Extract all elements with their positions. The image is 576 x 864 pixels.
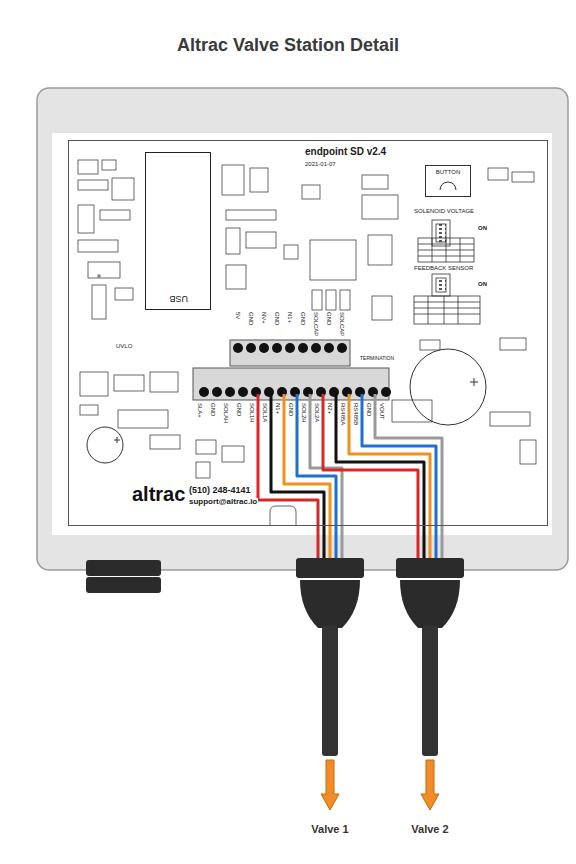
logo-text: altrac xyxy=(132,484,185,504)
board-date: 2021-01-07 xyxy=(305,161,336,167)
usb-module: USB xyxy=(145,152,211,310)
valve-label: Valve 1 xyxy=(311,824,348,835)
terminal-screw xyxy=(199,387,209,397)
cable-glands xyxy=(296,558,464,810)
dip-switch-tables xyxy=(414,220,480,324)
diagram-title: Altrac Valve Station Detail xyxy=(0,36,576,54)
direction-arrow xyxy=(421,760,439,810)
terminal-label: GND xyxy=(326,312,332,325)
pcb-components xyxy=(78,160,536,478)
terminal-label: SOLAH xyxy=(223,403,229,423)
switch-heading: FEEDBACK SENSOR xyxy=(414,265,473,271)
terminal-label: SOLCAP xyxy=(339,312,345,336)
coin-cell xyxy=(410,349,486,425)
pcb-label: UVLO xyxy=(116,343,132,349)
terminal-label: N2+ xyxy=(327,403,333,414)
terminal-label: RS485B xyxy=(353,403,359,425)
terminal-label: SOL2H xyxy=(301,403,307,423)
terminal-label: SOL1H xyxy=(249,403,255,423)
board-name: endpoint SD v2.4 xyxy=(305,147,386,157)
pcb-board: endpoint SD v2.4 2021-01-07USB BUTTON xyxy=(68,140,548,526)
wire xyxy=(375,394,442,566)
terminal-label: GND xyxy=(274,312,280,325)
terminal-block xyxy=(230,340,350,366)
terminal-label: VOUT xyxy=(379,403,385,420)
latch xyxy=(86,560,161,576)
terminal-label: GND xyxy=(248,312,254,325)
module-label: USB xyxy=(170,294,189,303)
terminal-label: SOLCAP xyxy=(313,312,319,336)
terminal-label: GND xyxy=(236,403,242,416)
switch-heading: SOLENOID VOLTAGE xyxy=(414,208,474,214)
terminal-label: GND xyxy=(288,403,294,416)
terminal-screw xyxy=(212,387,222,397)
capacitor xyxy=(87,427,123,463)
terminal-screw xyxy=(238,387,248,397)
direction-arrow xyxy=(321,760,339,810)
polarity-mark xyxy=(114,437,120,443)
terminal-screws xyxy=(233,343,347,353)
terminal-label: GND xyxy=(300,312,306,325)
button-symbol xyxy=(440,182,456,190)
latch xyxy=(86,577,161,593)
pcb-label: TERMINATION xyxy=(360,356,394,361)
terminal-block xyxy=(193,368,389,400)
terminal-label: SOL2A xyxy=(314,403,320,422)
cable xyxy=(422,626,438,756)
phone-number: (510) 248-4141 xyxy=(188,486,252,495)
terminal-screw xyxy=(381,387,391,397)
terminal-label: GND xyxy=(366,403,372,416)
terminal-label: N1+ xyxy=(287,312,293,323)
enclosure xyxy=(37,88,568,570)
wires xyxy=(258,394,442,566)
cable xyxy=(322,626,338,756)
terminal-label: 5V xyxy=(235,312,241,319)
gland-body xyxy=(300,580,360,628)
wire xyxy=(362,394,436,566)
gland-nut xyxy=(296,558,364,578)
terminal-label: N1+ xyxy=(275,403,281,414)
terminal-label: RS485A xyxy=(340,403,346,425)
terminal-screw xyxy=(225,387,235,397)
button-box: BUTTON xyxy=(425,165,471,197)
wire xyxy=(297,394,336,566)
board-notch xyxy=(270,506,296,525)
valve-label: Valve 2 xyxy=(411,824,448,835)
switch-state: ON xyxy=(478,281,487,287)
terminal-label: NV+ xyxy=(261,312,267,324)
switch-state: ON xyxy=(478,225,487,231)
gland-body xyxy=(400,580,460,628)
gland-nut xyxy=(396,558,464,578)
terminal-label: SLA+ xyxy=(197,403,203,418)
polarity-mark xyxy=(470,378,478,386)
button-label: BUTTON xyxy=(436,169,461,175)
terminal-label: GND xyxy=(210,403,216,416)
terminal-label: SOL1A xyxy=(262,403,268,422)
support-email: support@altrac.io xyxy=(188,498,258,506)
